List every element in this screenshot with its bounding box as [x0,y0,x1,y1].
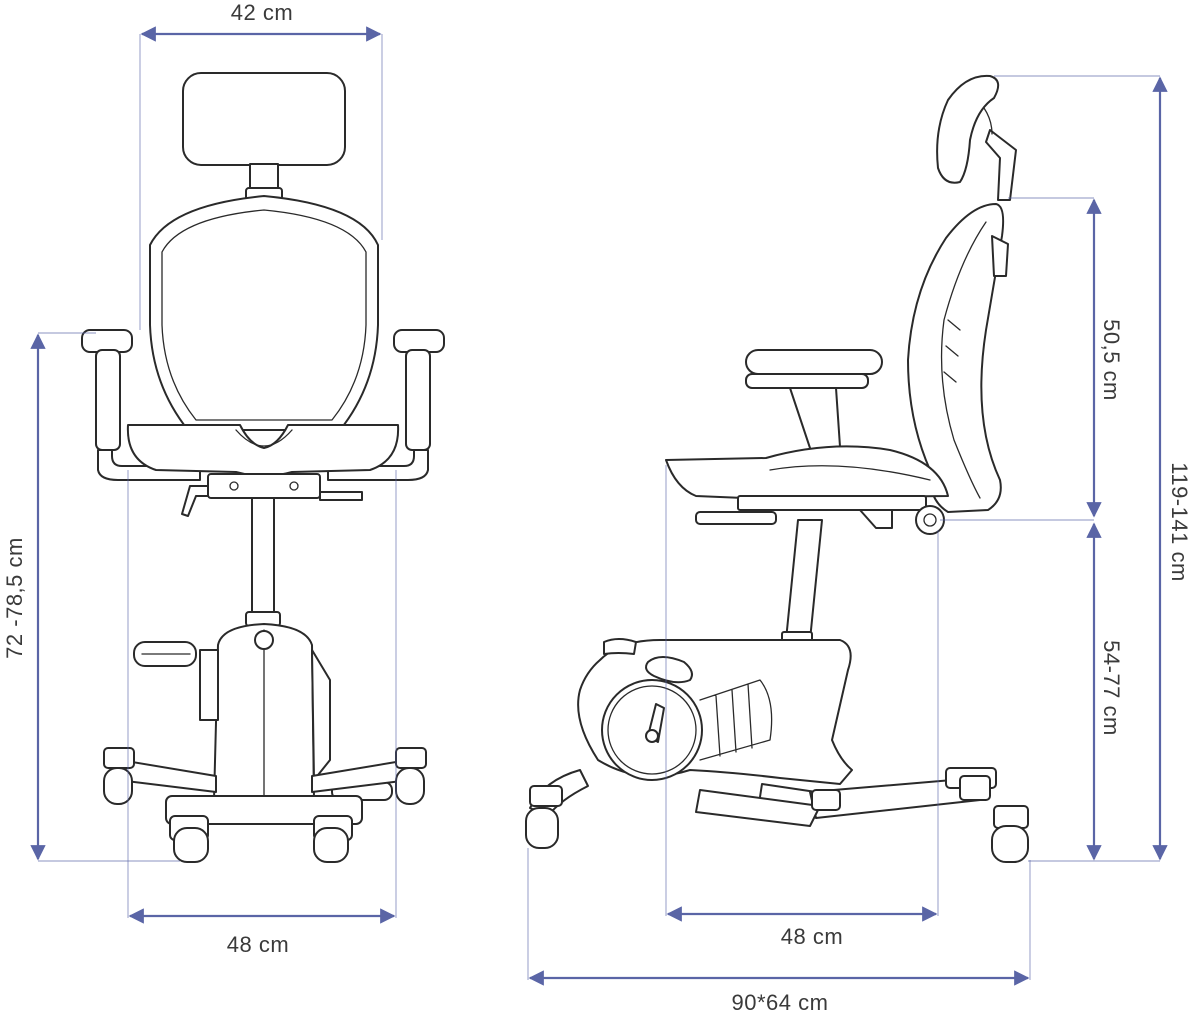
side-pedal [645,656,693,684]
front-casters [103,747,427,863]
side-seat-post [785,519,823,641]
front-armrest-right [393,329,445,353]
front-backrest [149,195,379,431]
label-side-backrest: 50,5 cm [1099,319,1124,401]
side-armrest [745,349,883,375]
front-headrest [182,72,346,166]
side-view-chair [525,74,1029,863]
label-side-total-height: 119-141 cm [1167,462,1192,582]
dimension-lines [30,26,1168,986]
label-front-width-top: 42 cm [231,0,293,25]
side-headrest [936,74,1000,184]
front-seat [126,424,400,477]
front-view-chair [81,72,445,863]
side-seat [665,445,949,499]
label-side-footprint: 90*64 cm [732,990,829,1015]
side-casters [525,775,1029,863]
label-front-width-bottom: 48 cm [227,932,289,957]
label-side-seat-depth: 48 cm [781,924,843,949]
label-side-seat-height: 54-77 cm [1099,640,1124,736]
label-front-seat-height: 72 -78,5 cm [2,537,27,659]
front-seat-post [251,497,275,619]
